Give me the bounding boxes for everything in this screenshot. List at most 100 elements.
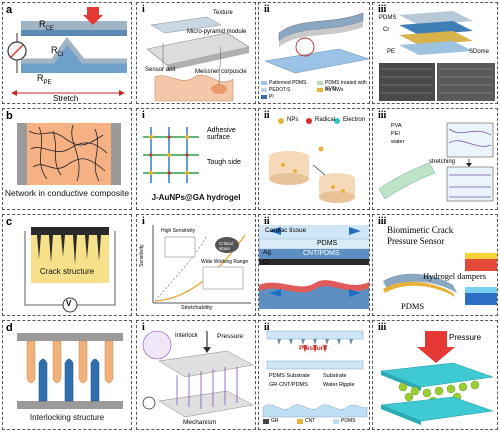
label-pdms: PDMS	[379, 15, 397, 21]
label-interlock: Interlock	[175, 333, 198, 339]
label-nps: NPs	[287, 117, 299, 123]
exploded-layers	[379, 11, 495, 101]
panel-letter: d	[6, 322, 13, 334]
label-stretch: Stretch	[53, 94, 79, 103]
panel-c: c V Crack structure	[2, 214, 132, 316]
stretch-schematic	[7, 7, 127, 96]
label-gr-cnt-pdms: GR-CNT/PDMS	[269, 382, 308, 388]
label-hydrogel-dampers: Hydrogel dampers	[423, 271, 487, 281]
label-ag: Ag	[263, 249, 271, 256]
label-electron: Electron	[343, 117, 366, 123]
panel-a-iii: iii PDMS Cr PE SDome	[372, 2, 498, 104]
panel-d-i: i Interlock Pressure Mechanism	[136, 320, 256, 430]
label-pressure: Pressure	[299, 345, 327, 352]
pressure-interlock-layers	[380, 331, 494, 425]
label-pressure: Pressure	[449, 333, 482, 342]
label-radical: Radical	[315, 117, 336, 123]
legend-cnt: CNT	[305, 418, 316, 424]
label-water-ripple: Water Ripple	[323, 382, 355, 388]
label-pdms-substrate: PDMS Substrate	[269, 373, 310, 379]
legend-gr: GR	[271, 418, 279, 424]
panel-number: ii	[264, 110, 270, 121]
water-ripple-sensor	[262, 330, 368, 424]
panel-d-ii: ii Pressure PDMS Substrate Substrate GR-…	[258, 320, 370, 430]
panel-a-i: i Texture Micro-pyramid module Sensor un…	[136, 2, 256, 104]
panel-number: i	[142, 322, 145, 333]
label-meissner: Meissner corpuscle	[195, 69, 247, 75]
panel-c-i: i High Sensitivity Critical strain Wide …	[136, 214, 256, 316]
label-adhesive-surface: Adhesive surface	[207, 127, 236, 141]
panel-b: b Network in conductive composite	[2, 108, 132, 210]
label-pva: PVA	[391, 123, 402, 129]
panel-b-iii: iii PVA PEI water stretching	[372, 108, 498, 210]
panel-number: iii	[378, 4, 387, 15]
label-sdome: SDome	[469, 49, 490, 55]
label-cardiac-tissue: Cardiac tissue	[265, 227, 307, 234]
panel-number: ii	[264, 4, 270, 15]
panel-letter: b	[6, 110, 13, 122]
legend-pdms: PDMS	[341, 418, 356, 424]
label-substrate: Substrate	[323, 373, 347, 379]
legend-uvo: PDMS treated with UVO	[325, 80, 367, 92]
label-tough-side: Tough side	[207, 159, 241, 166]
sensitivity-plot	[152, 225, 251, 304]
panel-number: iii	[378, 322, 387, 333]
label-rpe: RPE	[37, 73, 52, 86]
interlock-device	[142, 330, 254, 418]
legend-pi: PI	[269, 94, 274, 100]
label-micro-pyramid: Micro-pyramid module	[187, 29, 247, 35]
stretching-network	[378, 122, 494, 202]
label-water: water	[391, 139, 405, 145]
caption-crack: Crack structure	[39, 267, 95, 276]
panel-d-iii: iii Pressure	[372, 320, 498, 430]
radical-mechanism	[269, 118, 355, 203]
crack-schematic	[24, 227, 116, 313]
panel-number: iii	[378, 110, 387, 121]
sensor-illustration	[146, 16, 250, 102]
panel-number: ii	[264, 322, 270, 333]
legend-au-nws: Au NWs	[325, 87, 344, 93]
label-pe: PE	[387, 49, 396, 55]
label-cr: Cr	[383, 27, 390, 33]
panel-letter: a	[6, 4, 13, 16]
panel-number: i	[142, 4, 145, 15]
caption-interlocking: Interlocking structure	[29, 413, 105, 422]
panel-number: iii	[378, 216, 387, 227]
axis-x-label: Stretchability	[181, 305, 213, 311]
label-hydrogel-title: J-AuNPs@GA hydrogel	[151, 193, 241, 202]
label-sensor-unit: Sensor unit	[145, 67, 176, 73]
panel-number: i	[142, 110, 145, 121]
panel-c-iii: iii Biomimetic Crack Pressure Sensor Hyd…	[372, 214, 498, 316]
hydrogel-network	[143, 127, 199, 183]
label-cnt-pdms: CNT/PDMS	[303, 250, 340, 257]
legend-patterned-pdms: Patterned PDMS	[269, 80, 307, 86]
label-pressure: Pressure	[217, 333, 244, 340]
panel-b-i: i Adhesive surface Tough side J-AuNPs@GA…	[136, 108, 256, 210]
interlocking-schematic	[17, 333, 123, 409]
caption-network: Network in conductive composite	[4, 188, 130, 198]
label-stretching: stretching	[429, 159, 456, 165]
layered-device	[261, 12, 369, 99]
label-biomimetic-crack: Biomimetic Crack	[387, 225, 454, 235]
cardiac-layers	[259, 225, 369, 309]
legend-pedot: PEDOT:S	[269, 87, 291, 93]
panel-b-ii: ii NPs Radical Electron	[258, 108, 370, 210]
label-wide-range: Wide Working Range	[201, 259, 249, 265]
axis-y-label: Sensitivity	[139, 244, 145, 267]
label-pressure-sensor: Pressure Sensor	[387, 236, 445, 246]
panel-a: a RCE RCI RPE Stretch	[2, 2, 132, 104]
voltmeter-icon: V	[66, 299, 72, 308]
panel-number: ii	[264, 216, 270, 227]
label-pei: PEI	[391, 131, 400, 137]
label-pdms: PDMS	[317, 240, 338, 247]
label-pdms: PDMS	[401, 301, 425, 311]
label-rci: RCI	[51, 45, 64, 58]
label-texture: Texture	[213, 10, 233, 16]
label-rce: RCE	[39, 19, 54, 32]
label-high-sensitivity: High Sensitivity	[161, 228, 196, 234]
panel-c-ii: ii Cardiac tissue PDMS Ag CNT/PDMS Cr	[258, 214, 370, 316]
label-cr: Cr	[263, 259, 270, 266]
panel-d: d Interlocking structure	[2, 320, 132, 430]
label-mechanism: Mechanism	[183, 419, 217, 426]
